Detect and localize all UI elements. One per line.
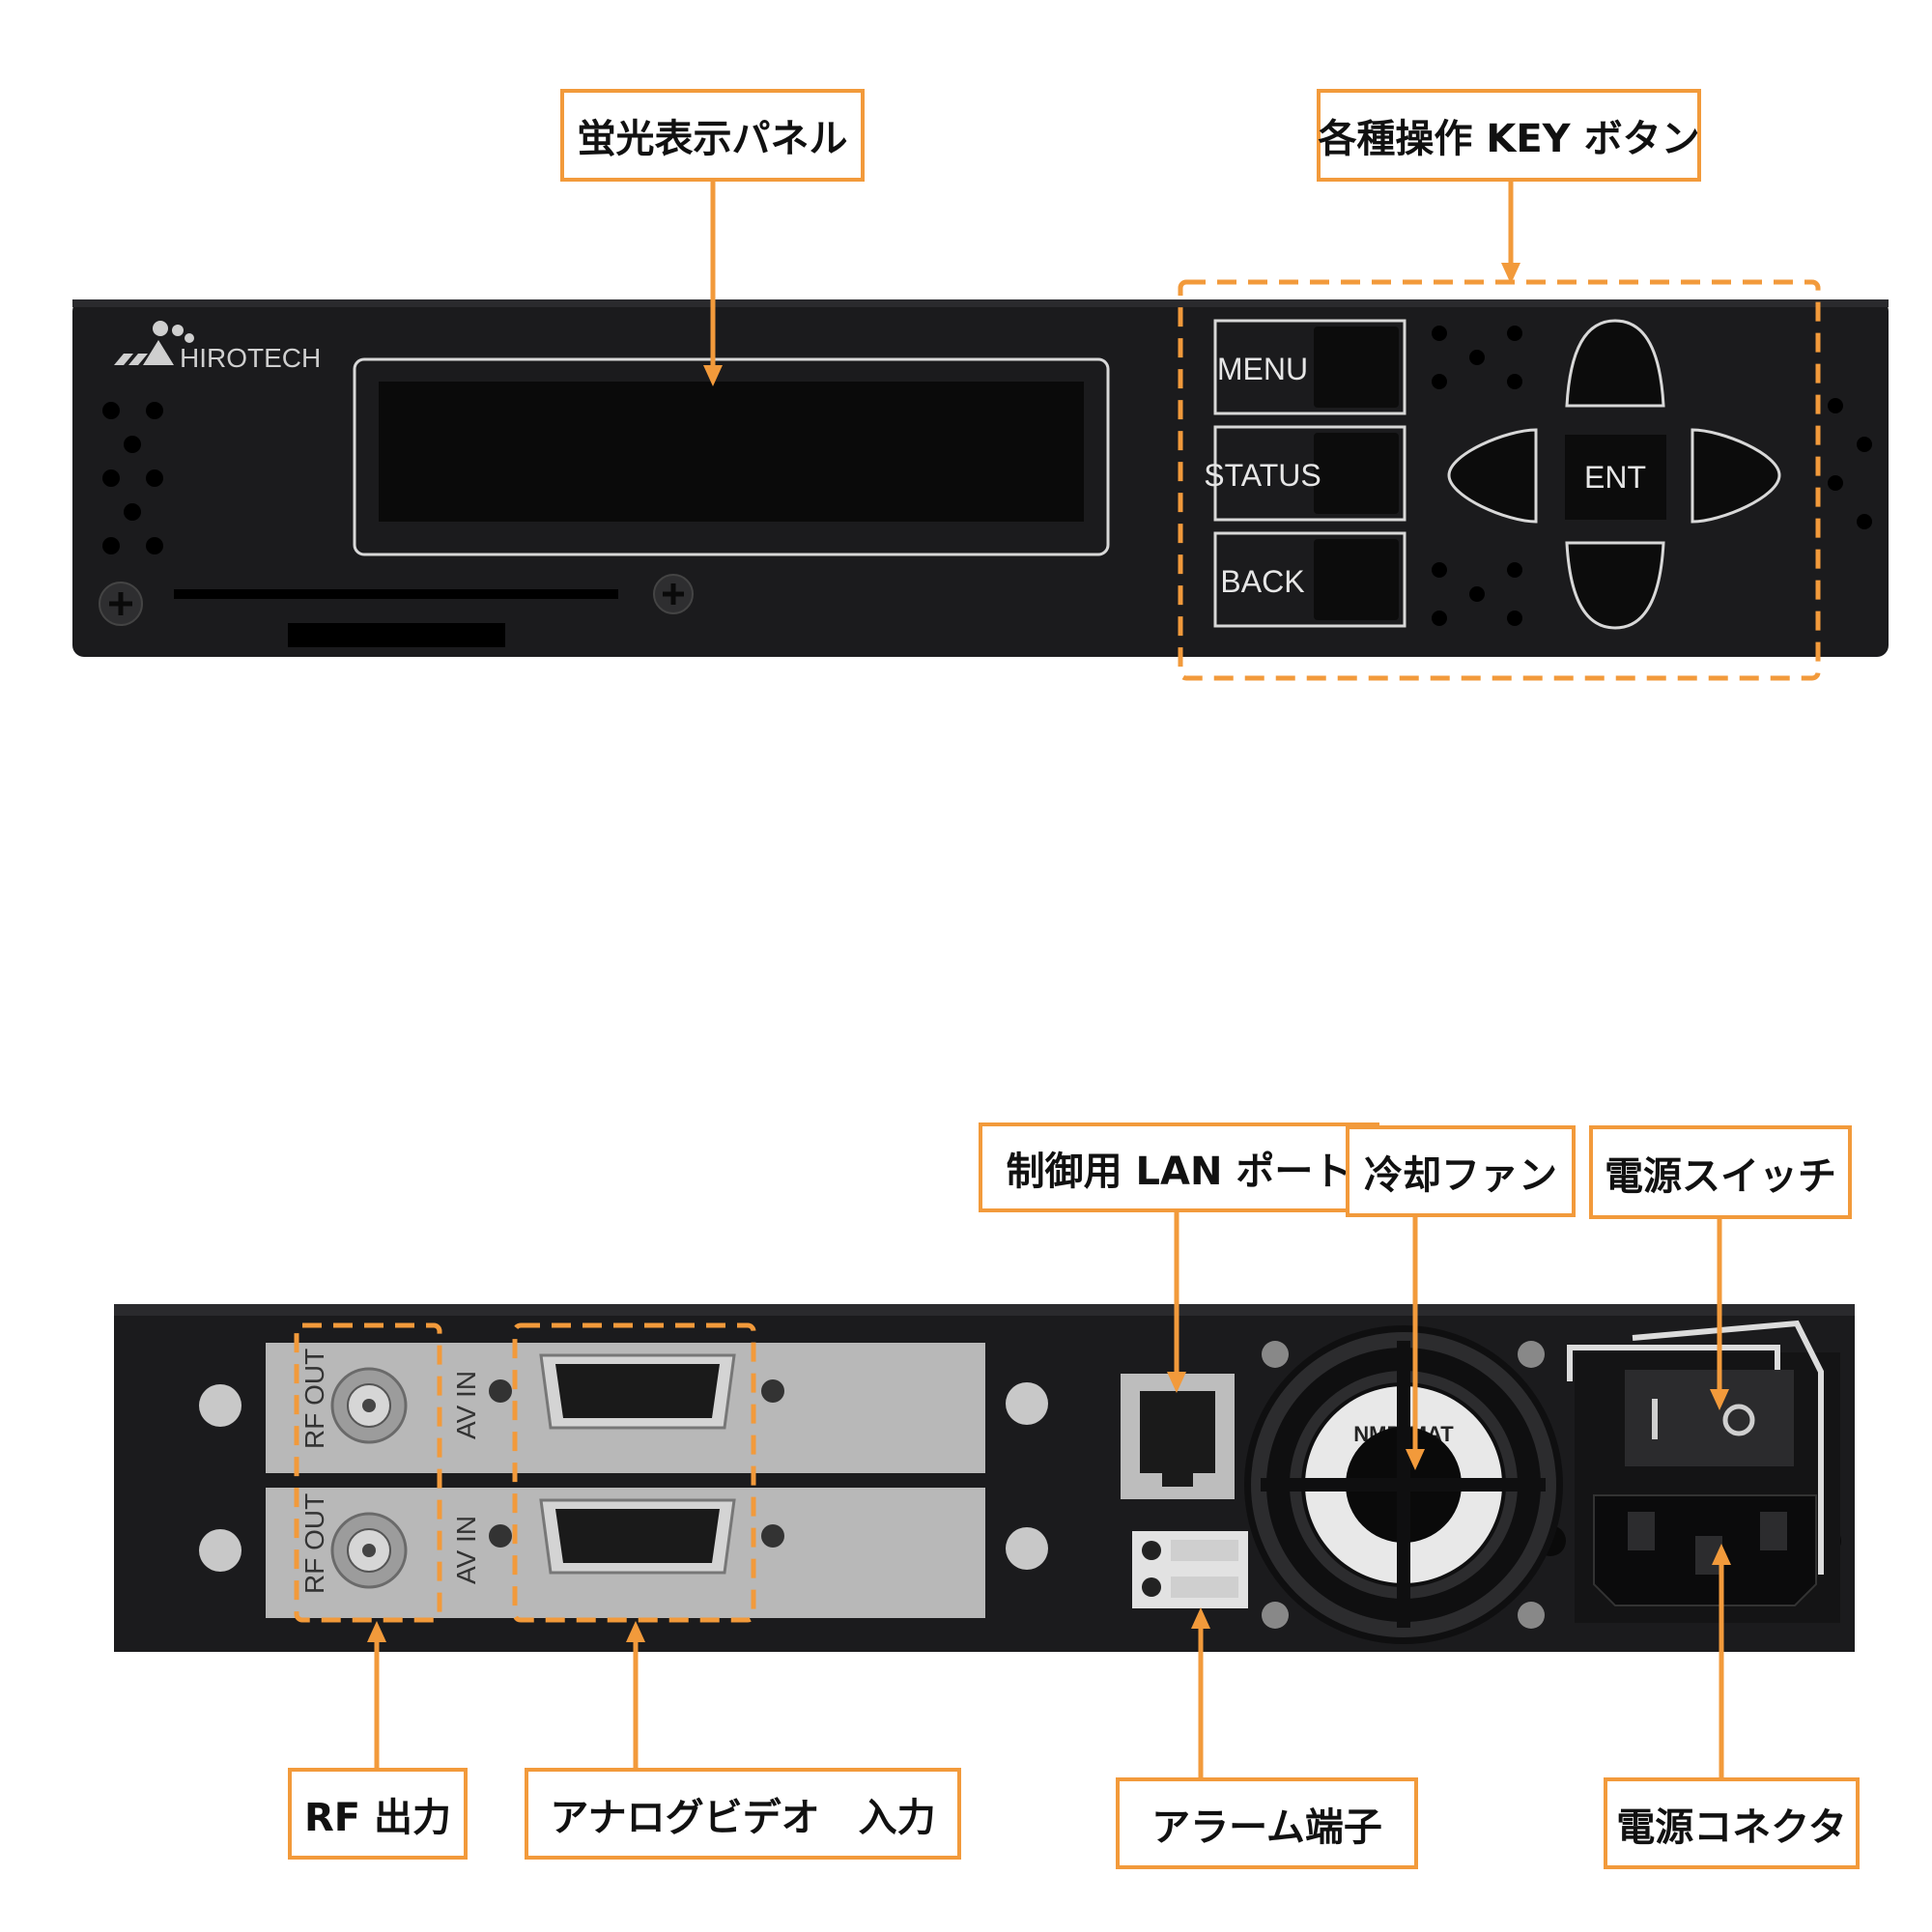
av-in-connector-2[interactable]	[489, 1498, 784, 1575]
hirotech-logo: HIROTECH	[114, 321, 321, 373]
power-switch-callout: 電源スイッチ	[1589, 1125, 1852, 1219]
cooling-fan-callout: 冷却ファン	[1346, 1125, 1576, 1217]
svg-text:RF OUT: RF OUT	[299, 1493, 329, 1594]
front-slot	[174, 589, 618, 599]
analog-video-highlight	[512, 1322, 756, 1623]
key-buttons-highlight	[1178, 279, 1821, 681]
rf-output-callout: RF 出力	[288, 1768, 468, 1860]
rf-out-connector-1[interactable]	[330, 1367, 408, 1444]
left-vent	[102, 402, 163, 554]
highlight-boxes	[294, 279, 1821, 1623]
lan-port-callout: 制御用 LAN ポート	[979, 1122, 1379, 1212]
leader-arrows	[374, 182, 1724, 1777]
svg-text:ENT: ENT	[1584, 460, 1646, 495]
front-screw-left	[99, 582, 143, 626]
vfd-display	[379, 382, 1084, 522]
svg-text:AV IN: AV IN	[451, 1516, 481, 1584]
power-connector-callout: 電源コネクタ	[1604, 1777, 1860, 1869]
analog-video-input-callout: アナログビデオ 入力	[525, 1768, 961, 1860]
svg-text:RF OUT: RF OUT	[299, 1349, 329, 1449]
status-button[interactable]: STATUS	[1204, 425, 1406, 522]
up-arrow-button[interactable]	[1565, 319, 1665, 408]
menu-button[interactable]: MENU	[1213, 319, 1406, 415]
power-connector[interactable]	[1593, 1494, 1817, 1606]
lan-port[interactable]	[1121, 1374, 1235, 1499]
rf-out-connector-2[interactable]	[330, 1512, 408, 1589]
front-slot-lower	[288, 623, 505, 647]
left-arrow-button[interactable]	[1447, 428, 1538, 524]
vfd-frame	[353, 357, 1110, 556]
down-arrow-button[interactable]	[1565, 541, 1665, 630]
rf-output-highlight	[294, 1322, 442, 1623]
svg-text:AV IN: AV IN	[451, 1371, 481, 1439]
front-screw-middle	[653, 574, 694, 614]
back-button[interactable]: BACK	[1213, 531, 1406, 628]
power-switch[interactable]	[1625, 1370, 1794, 1466]
vfd-panel-callout: 蛍光表示パネル	[560, 89, 865, 182]
io-card-1: RF OUT AV IN	[266, 1343, 985, 1473]
svg-text:BACK: BACK	[1220, 564, 1304, 599]
front-panel: HIROTECH MENU	[72, 299, 1889, 657]
cooling-fan: NMB-MAT	[1244, 1325, 1563, 1644]
brand-name: HIROTECH	[180, 343, 321, 373]
alarm-terminal[interactable]	[1132, 1531, 1248, 1608]
key-buttons-callout: 各種操作 KEY ボタン	[1317, 89, 1701, 182]
svg-text:MENU: MENU	[1217, 352, 1308, 386]
svg-text:STATUS: STATUS	[1204, 458, 1321, 493]
arrow-heads	[367, 263, 1731, 1642]
io-card-2: RF OUT AV IN	[266, 1488, 985, 1618]
av-in-connector-1[interactable]	[489, 1353, 784, 1430]
key-area-vents	[1432, 326, 1872, 626]
right-arrow-button[interactable]	[1690, 428, 1781, 524]
alarm-terminal-callout: アラーム端子	[1116, 1777, 1418, 1869]
rear-panel: RF OUT AV IN RF OUT AV IN	[114, 1304, 1855, 1652]
enter-button[interactable]: ENT	[1565, 435, 1666, 520]
